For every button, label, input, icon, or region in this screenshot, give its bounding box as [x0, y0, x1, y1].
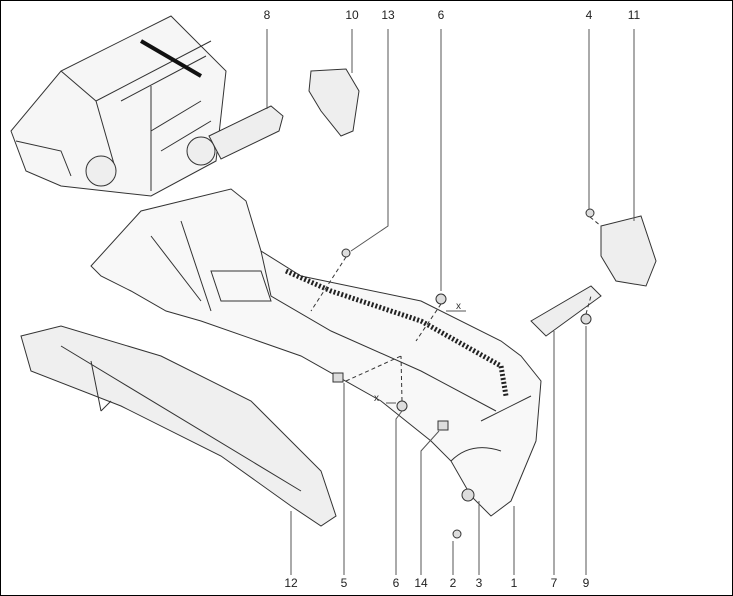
callout-14: 14: [414, 576, 428, 590]
callout-2: 2: [449, 576, 457, 590]
callout-4: 4: [585, 8, 593, 22]
callout-12: 12: [284, 576, 298, 590]
part-10-bracket: [308, 68, 360, 137]
callout-6-top: 6: [437, 8, 445, 22]
callout-9: 9: [582, 576, 590, 590]
assembly-lines: [310, 216, 602, 402]
part-12-reinforcement: [20, 325, 337, 527]
callout-13: 13: [381, 8, 395, 22]
callout-5: 5: [340, 576, 348, 590]
callout-7: 7: [550, 576, 558, 590]
dimension-mark-x-upper: x: [456, 301, 461, 312]
vehicle-thumbnail: [10, 15, 227, 197]
callout-3: 3: [475, 576, 483, 590]
leader-lines: [266, 29, 635, 575]
dimension-mark-x-lower: x: [374, 393, 379, 404]
callout-6-bottom: 6: [392, 576, 400, 590]
callout-11: 11: [627, 8, 641, 22]
fasteners: [332, 208, 595, 539]
callout-1: 1: [510, 576, 518, 590]
part-7-bracket: [530, 285, 602, 337]
callout-10: 10: [345, 8, 359, 22]
part-11-bracket: [600, 215, 657, 287]
callout-8: 8: [263, 8, 271, 22]
part-8-bracket: [208, 105, 284, 160]
part-1-bumper-cover: [90, 188, 542, 517]
